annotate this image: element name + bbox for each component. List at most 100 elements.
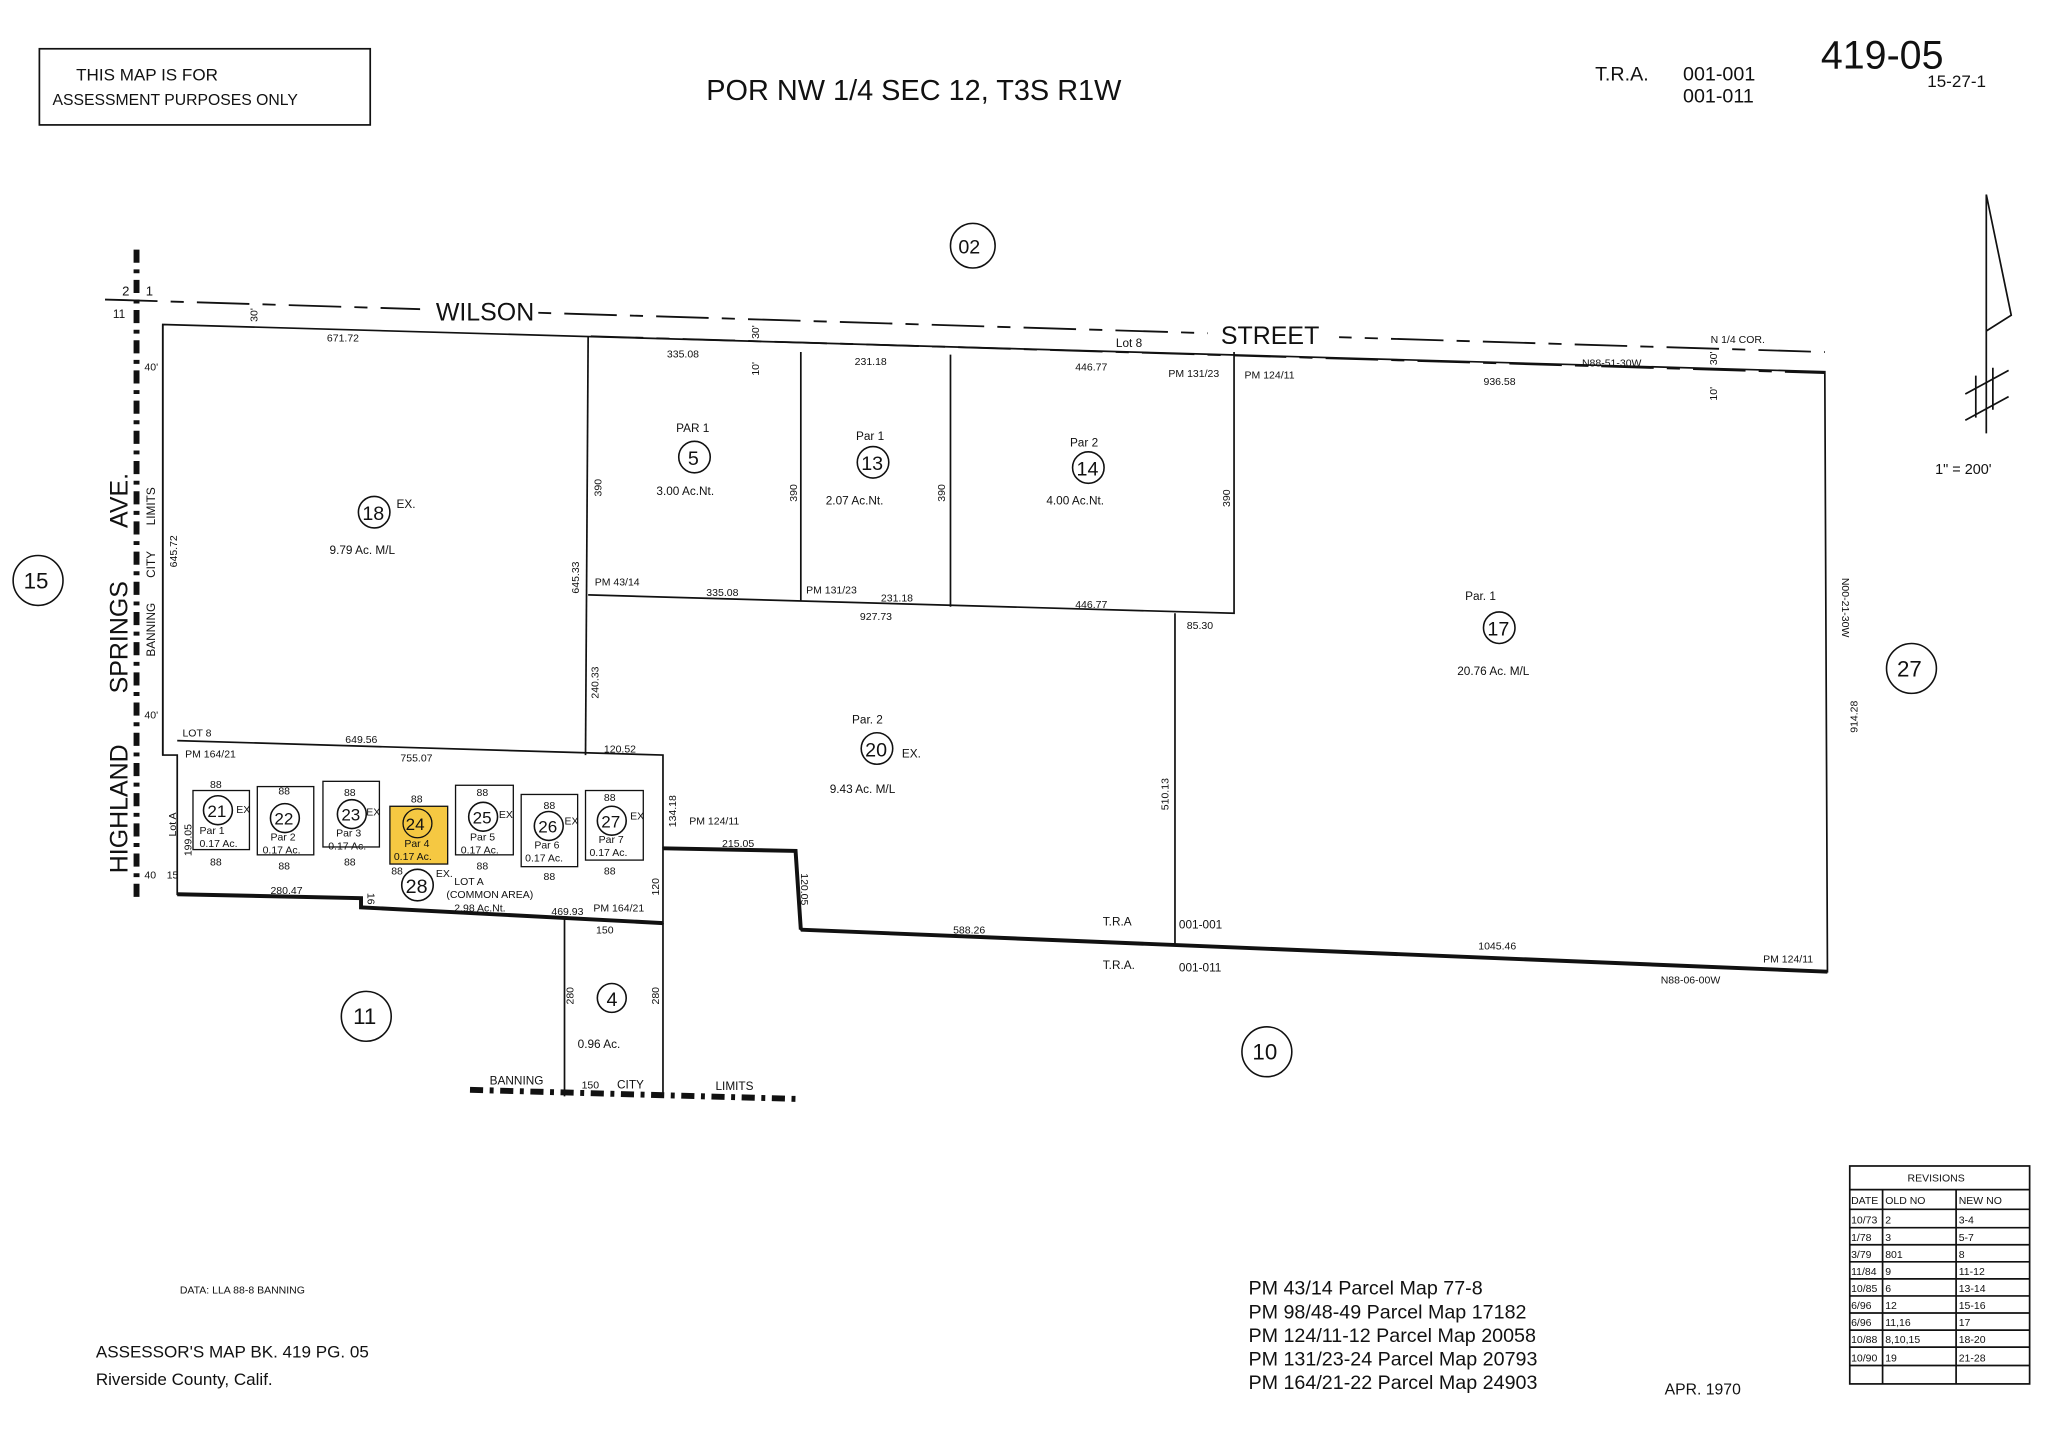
map-label: N00-21-30W [1839, 578, 1851, 638]
parcel-13[interactable]: Par 1 13 2.07 Ac.Nt. [826, 429, 890, 507]
map-label: 30' [1708, 351, 1720, 365]
map-label: Par 7 [599, 834, 624, 846]
parcel-28[interactable]: 28 EX. LOT A (COMMON AREA) 2.98 Ac.Nt. [400, 868, 534, 914]
parcel-18[interactable]: 18 EX. 9.79 Ac. M/L [330, 495, 416, 557]
map-label: 88 [344, 856, 356, 868]
map-label: PM 164/21-22 Parcel Map 24903 [1248, 1372, 1537, 1394]
adjacent-page-27[interactable]: 27 [1885, 642, 1938, 695]
parcel-20[interactable]: Par. 2 20 EX. 9.43 Ac. M/L [830, 713, 921, 797]
map-label: 3.00 Ac.Nt. [656, 484, 714, 498]
map-label: 671.72 [327, 333, 359, 345]
map-label: 645.72 [168, 535, 180, 567]
wilson-street-centerline [104, 298, 1825, 353]
map-label: 11-12 [1959, 1266, 1985, 1278]
scale-label: 1" = 200' [1935, 462, 1992, 478]
parcel-4[interactable]: 4 0.96 Ac. [578, 982, 628, 1051]
map-label: 40' [144, 709, 158, 721]
map-label: DATE [1851, 1195, 1878, 1207]
map-label: PM 43/14 Parcel Map 77-8 [1248, 1278, 1482, 1300]
map-label: 801 [1885, 1249, 1903, 1261]
map-label: 390 [1221, 489, 1233, 507]
map-label: 40 [144, 869, 156, 881]
adjacent-page-15[interactable]: 15 [12, 554, 64, 607]
map-label: 9 [1885, 1266, 1891, 1278]
map-label: 88 [411, 793, 423, 805]
banning-bottom-label: BANNING [490, 1074, 544, 1088]
map-label: 13 [861, 453, 883, 475]
map-label: EX [236, 804, 250, 816]
map-label: 588.26 [953, 925, 985, 937]
map-label: EX. [396, 497, 415, 511]
map-label: 30' [750, 325, 762, 339]
map-label: 28 [406, 876, 428, 898]
adjacent-page-10[interactable]: 10 [1241, 1026, 1293, 1078]
map-label: LOT 8 [182, 728, 211, 740]
map-label: 10/90 [1851, 1353, 1877, 1365]
map-label: 446.77 [1075, 599, 1107, 611]
springs-label: SPRINGS [105, 581, 133, 693]
map-label: 150 [582, 1080, 600, 1092]
adjacent-page-11[interactable]: 11 [340, 990, 393, 1043]
map-label: 88 [210, 779, 222, 791]
map-label: 40' [144, 361, 158, 373]
highland-label: HIGHLAND [105, 744, 133, 873]
map-label: 645.33 [570, 561, 582, 593]
parcel-17[interactable]: Par. 1 17 20.76 Ac. M/L [1457, 589, 1530, 678]
map-label: 02 [958, 237, 980, 259]
map-label: 390 [936, 484, 948, 502]
map-label: 2.07 Ac.Nt. [826, 493, 884, 507]
map-label: EX. [902, 747, 921, 761]
map-label: 88 [604, 792, 616, 804]
map-label: 22 [274, 810, 293, 829]
map-label: Par 6 [534, 839, 559, 851]
map-label: 231.18 [855, 356, 887, 368]
map-label: 10/73 [1851, 1215, 1877, 1227]
map-label: 4.00 Ac.Nt. [1046, 493, 1104, 507]
parcel-14[interactable]: Par 2 14 4.00 Ac.Nt. [1046, 436, 1105, 508]
tra-label: T.R.A. [1595, 63, 1649, 85]
map-label: (COMMON AREA) [446, 889, 533, 901]
map-number: 419-05 [1821, 33, 1944, 77]
map-label: 88 [604, 866, 616, 878]
map-date: APR. 1970 [1665, 1381, 1741, 1398]
adjacent-page-02[interactable]: 02 [949, 222, 996, 269]
map-label: 335.08 [706, 587, 738, 599]
map-label: Par. 1 [1465, 589, 1496, 603]
map-label: EX [565, 816, 579, 828]
map-label: 21-28 [1959, 1353, 1986, 1365]
revisions-title: REVISIONS [1908, 1173, 1965, 1185]
map-label: PM 131/23 [806, 585, 857, 597]
map-label: 3 [1885, 1232, 1891, 1244]
disclaimer-line1: THIS MAP IS FOR [76, 65, 218, 84]
map-label: 21 [207, 802, 226, 821]
map-label: Lot 8 [1116, 336, 1143, 350]
map-label: 0.17 Ac. [328, 841, 366, 853]
map-label: PM 131/23 [1168, 368, 1219, 380]
map-label: N 1/4 COR. [1711, 334, 1765, 346]
map-label: 85.30 [1187, 620, 1213, 632]
map-label: 18-20 [1959, 1334, 1986, 1346]
map-label: Par 1 [856, 429, 884, 443]
map-label: LOT A [454, 876, 484, 888]
map-label: 10/88 [1851, 1334, 1877, 1346]
tra-code-1: 001-001 [1683, 63, 1755, 85]
map-label: 16 [365, 893, 377, 905]
map-label: 88 [278, 785, 290, 797]
section-mark-1: 1 [146, 284, 153, 299]
map-label: 4 [607, 989, 618, 1011]
parcel-5[interactable]: PAR 1 5 3.00 Ac.Nt. [656, 421, 714, 498]
map-label: 649.56 [345, 734, 377, 746]
map-label: 150 [596, 925, 614, 937]
map-label: 134.18 [667, 795, 679, 827]
book-page-line: ASSESSOR'S MAP BK. 419 PG. 05 [96, 1343, 369, 1362]
section-mark-11: 11 [113, 307, 125, 321]
